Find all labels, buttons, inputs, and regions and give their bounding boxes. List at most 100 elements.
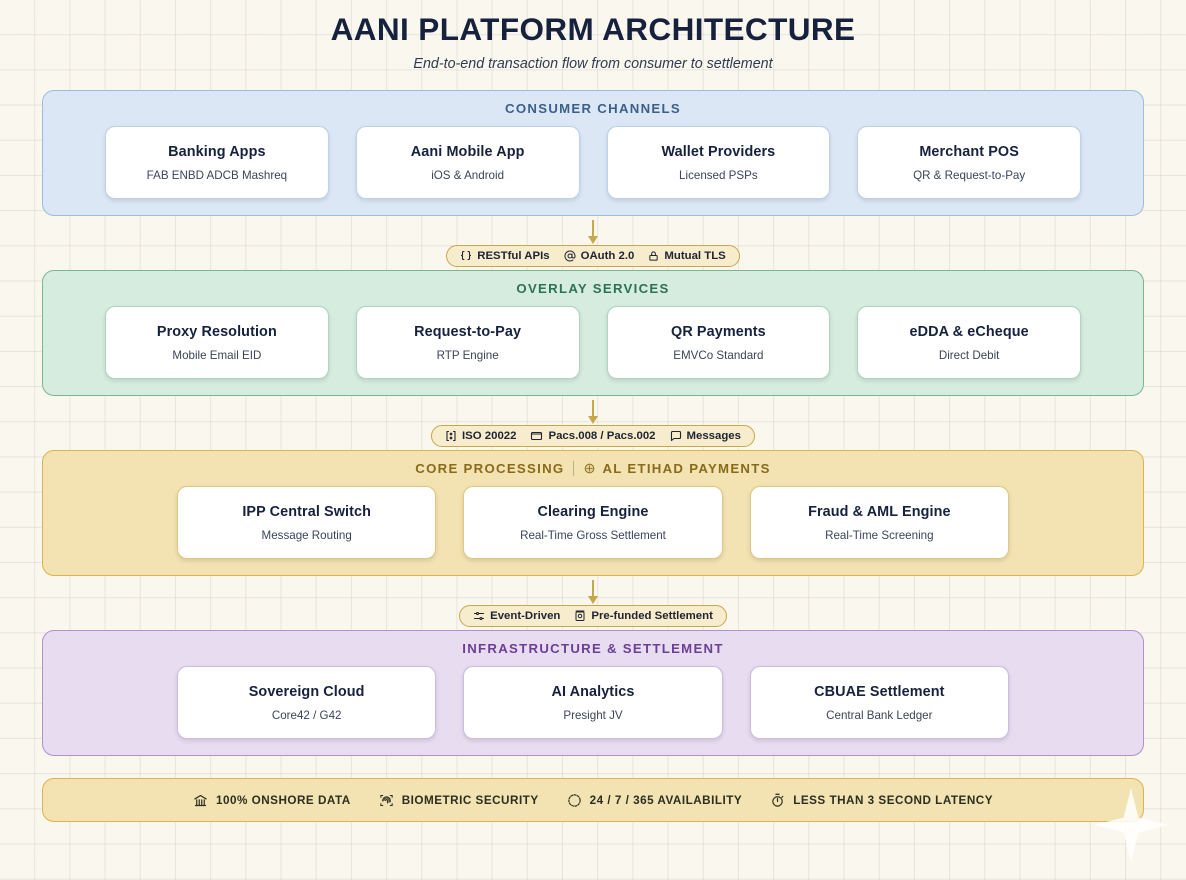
card-subtitle: EMVCo Standard [673, 349, 764, 362]
lock-icon [648, 250, 659, 262]
connector-chip-settlement: Event-Driven Pre-funded Settlement [459, 605, 727, 627]
band-title-infrastructure-settlement: INFRASTRUCTURE & SETTLEMENT [462, 641, 724, 656]
card-subtitle: QR & Request-to-Pay [913, 169, 1026, 182]
connector-chip-iso: ISO 20022 Pacs.008 / Pacs.002 Message [431, 425, 755, 447]
card-title: Sovereign Cloud [248, 684, 365, 700]
stat-label: 24 / 7 / 365 AVAILABILITY [589, 793, 743, 807]
band-title-consumer-channels: CONSUMER CHANNELS [505, 101, 681, 116]
card-subtitle: Presight JV [563, 709, 623, 722]
stat-label: LESS THAN 3 SECOND LATENCY [793, 793, 994, 807]
card-title: Banking Apps [168, 144, 266, 160]
card-wallet-providers[interactable]: Wallet Providers Licensed PSPs [606, 126, 831, 199]
connector-segment: OAuth 2.0 [564, 250, 635, 262]
sliders-icon [473, 610, 485, 622]
band-title-core-processing: CORE PROCESSING AL ETIHAD PAYMENTS [415, 461, 771, 476]
connector-segment: Pacs.008 / Pacs.002 [530, 430, 656, 442]
connector-iso: ISO 20022 Pacs.008 / Pacs.002 Message [42, 396, 1144, 450]
card-fraud-aml-engine[interactable]: Fraud & AML Engine Real-Time Screening [749, 486, 1009, 559]
page-title: AANI PLATFORM ARCHITECTURE [330, 11, 856, 47]
connector-segment: Messages [670, 430, 741, 442]
card-qr-payments[interactable]: QR Payments EMVCo Standard [606, 306, 831, 379]
card-subtitle: Real-Time Gross Settlement [520, 529, 666, 542]
stat-biometric-security: BIOMETRIC SECURITY [379, 793, 539, 808]
node-brackets-icon [445, 430, 457, 442]
band-overlay-services: OVERLAY SERVICES Proxy Resolution Mobile… [42, 270, 1144, 396]
card-proxy-resolution[interactable]: Proxy Resolution Mobile Email EID [105, 306, 329, 379]
card-clearing-engine[interactable]: Clearing Engine Real-Time Gross Settleme… [463, 486, 723, 559]
connector-segment: Event-Driven [473, 610, 560, 622]
card-subtitle: RTP Engine [436, 349, 499, 362]
connector-segment: Pre-funded Settlement [574, 610, 713, 622]
connector-segment: ISO 20022 [445, 430, 516, 442]
card-row-overlay-services: Proxy Resolution Mobile Email EID Reques… [43, 306, 1143, 379]
status-badge: AL ETIHAD PAYMENTS [583, 461, 770, 476]
card-sovereign-cloud[interactable]: Sovereign Cloud Core42 / G42 [177, 666, 437, 739]
page-subtitle: End-to-end transaction flow from consume… [413, 56, 773, 72]
card-merchant-pos[interactable]: Merchant POS QR & Request-to-Pay [857, 126, 1081, 199]
card-row-consumer-channels: Banking Apps FAB ENBD ADCB Mashreq Aani … [43, 126, 1143, 199]
card-subtitle: Real-Time Screening [825, 529, 934, 542]
connector-label: RESTful APIs [477, 250, 550, 262]
clock-check-icon [567, 793, 582, 808]
connector-label: Pacs.008 / Pacs.002 [548, 430, 656, 442]
card-subtitle: Central Bank Ledger [826, 709, 933, 722]
connector-label: Pre-funded Settlement [591, 610, 713, 622]
architecture-diagram: AANI PLATFORM ARCHITECTURE End-to-end tr… [42, 0, 1144, 822]
stat-onshore-data: 100% ONSHORE DATA [193, 793, 351, 808]
card-title: CBUAE Settlement [814, 684, 945, 700]
stat-availability: 24 / 7 / 365 AVAILABILITY [567, 793, 743, 808]
stats-bar: 100% ONSHORE DATA BIOMETRIC SECURITY 24 … [42, 778, 1144, 822]
card-ai-analytics[interactable]: AI Analytics Presight JV [463, 666, 723, 739]
card-subtitle: Message Routing [261, 529, 352, 542]
card-banking-apps[interactable]: Banking Apps FAB ENBD ADCB Mashreq [105, 126, 329, 199]
connector-label: Event-Driven [490, 610, 561, 622]
fingerprint-icon [379, 793, 394, 808]
connector-label: Messages [686, 430, 741, 442]
card-row-infrastructure-settlement: Sovereign Cloud Core42 / G42 AI Analytic… [43, 666, 1143, 739]
band-core-processing: CORE PROCESSING AL ETIHAD PAYMENTS IPP C… [42, 450, 1144, 576]
connector-label: Mutual TLS [664, 250, 726, 262]
connector-api: RESTful APIs OAuth 2.0 M [42, 216, 1144, 270]
card-row-core-processing: IPP Central Switch Message Routing Clear… [43, 486, 1143, 559]
vault-icon [574, 610, 586, 622]
card-ipp-central-switch[interactable]: IPP Central Switch Message Routing [177, 486, 437, 559]
card-subtitle: Core42 / G42 [271, 709, 342, 722]
code-braces-icon [460, 250, 472, 262]
badge-label: AL ETIHAD PAYMENTS [602, 461, 771, 476]
card-title: AI Analytics [551, 684, 635, 700]
card-title: Merchant POS [919, 144, 1019, 160]
band-infrastructure-settlement: INFRASTRUCTURE & SETTLEMENT Sovereign Cl… [42, 630, 1144, 756]
connector-segment: RESTful APIs [460, 250, 550, 262]
card-title: Proxy Resolution [156, 324, 277, 340]
card-title: eDDA & eCheque [909, 324, 1029, 340]
bank-icon [193, 793, 208, 808]
stat-latency: LESS THAN 3 SECOND LATENCY [770, 793, 993, 808]
band-title-overlay-services: OVERLAY SERVICES [516, 281, 670, 296]
card-subtitle: iOS & Android [431, 169, 505, 182]
card-subtitle: Licensed PSPs [679, 169, 758, 182]
card-title: Aani Mobile App [410, 144, 525, 160]
connector-settlement: Event-Driven Pre-funded Settlement [42, 576, 1144, 630]
card-subtitle: FAB ENBD ADCB Mashreq [146, 169, 288, 182]
title-divider [573, 461, 575, 476]
card-title: IPP Central Switch [242, 504, 371, 520]
card-request-to-pay[interactable]: Request-to-Pay RTP Engine [355, 306, 580, 379]
card-subtitle: Mobile Email EID [172, 349, 262, 362]
card-cbuae-settlement[interactable]: CBUAE Settlement Central Bank Ledger [749, 666, 1009, 739]
diagram-header: AANI PLATFORM ARCHITECTURE End-to-end tr… [42, 0, 1144, 72]
emblem-icon [583, 462, 596, 475]
card-title: QR Payments [671, 324, 766, 340]
stopwatch-icon [770, 793, 785, 808]
card-edda-echeque[interactable]: eDDA & eCheque Direct Debit [857, 306, 1081, 379]
message-icon [670, 430, 682, 442]
card-subtitle: Direct Debit [938, 349, 1000, 362]
card-title: Wallet Providers [661, 144, 776, 160]
card-aani-mobile-app[interactable]: Aani Mobile App iOS & Android [355, 126, 580, 199]
connector-label: OAuth 2.0 [580, 250, 635, 262]
at-sign-icon [564, 250, 576, 262]
stat-label: BIOMETRIC SECURITY [401, 793, 539, 807]
connector-label: ISO 20022 [462, 430, 517, 442]
stat-label: 100% ONSHORE DATA [215, 793, 351, 807]
connector-chip-api: RESTful APIs OAuth 2.0 M [446, 245, 740, 267]
envelope-icon [530, 430, 543, 442]
